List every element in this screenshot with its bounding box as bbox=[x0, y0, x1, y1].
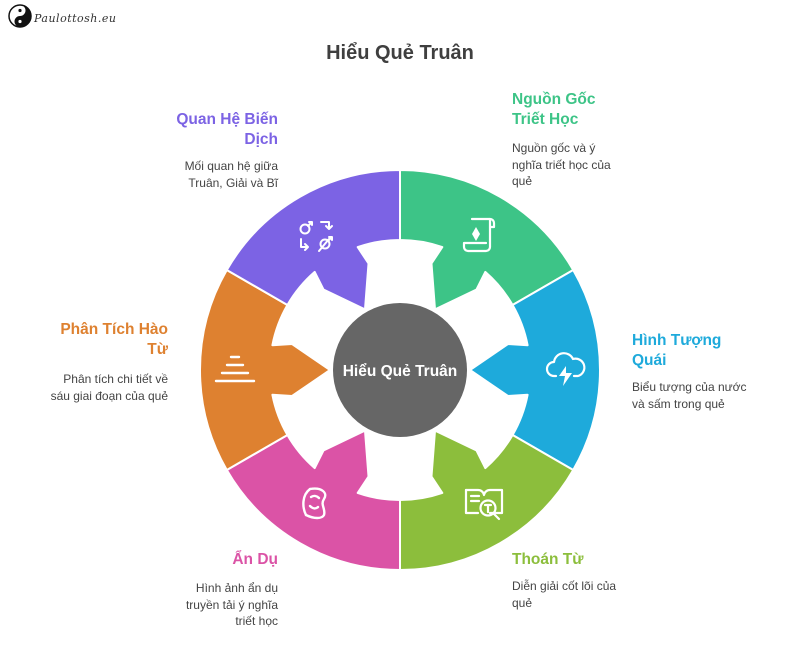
segment-desc-hinh-tuong: Biểu tượng của nước và sấm trong quẻ bbox=[632, 380, 747, 411]
storm-cloud-icon bbox=[545, 352, 586, 386]
segment-wedge-phan-tich bbox=[198, 269, 331, 471]
segment-label-quan-he: Quan Hệ Biến Dịch bbox=[176, 111, 278, 148]
segment-label-thoan-tu: Thoán Từ bbox=[512, 551, 584, 568]
center-label: Hiểu Quẻ Truân bbox=[343, 363, 458, 380]
scroll-icon bbox=[462, 217, 496, 253]
watermark-logo: Paulottosh.eu bbox=[8, 4, 120, 32]
segment-wedge-hinh-tuong bbox=[469, 269, 602, 471]
segment-wedge-quan-he bbox=[225, 169, 401, 311]
segment-desc-thoan-tu: Diễn giải cốt lõi của quẻ bbox=[512, 579, 617, 610]
yin-yang-icon bbox=[8, 4, 32, 28]
segment-desc-quan-he: Mối quan hệ giữa Truân, Giải và Bĩ bbox=[184, 159, 278, 190]
segment-desc-phan-tich: Phân tích chi tiết về sáu giai đoạn của … bbox=[50, 372, 168, 403]
center-circle bbox=[333, 303, 467, 437]
segment-label-phan-tich: Phân Tích Hào Từ bbox=[60, 321, 168, 358]
diagram-title: Hiểu Quẻ Truân bbox=[326, 42, 474, 64]
mask-icon bbox=[302, 487, 327, 520]
segment-label-nguon-goc: Nguồn Gốc Triết Học bbox=[512, 91, 596, 128]
book-search-icon bbox=[464, 488, 504, 521]
segment-desc-nguon-goc: Nguồn gốc và ý nghĩa triết học của quẻ bbox=[512, 141, 611, 188]
segment-desc-an-du: Hình ảnh ẩn dụ truyền tải ý nghĩa triết … bbox=[185, 581, 278, 628]
segment-label-hinh-tuong: Hình Tượng Quái bbox=[632, 332, 722, 369]
layers-icon bbox=[214, 355, 256, 383]
watermark-text: Paulottosh.eu bbox=[34, 12, 117, 25]
transform-icon bbox=[299, 221, 333, 252]
segment-label-an-du: Ẩn Dụ bbox=[232, 551, 278, 568]
